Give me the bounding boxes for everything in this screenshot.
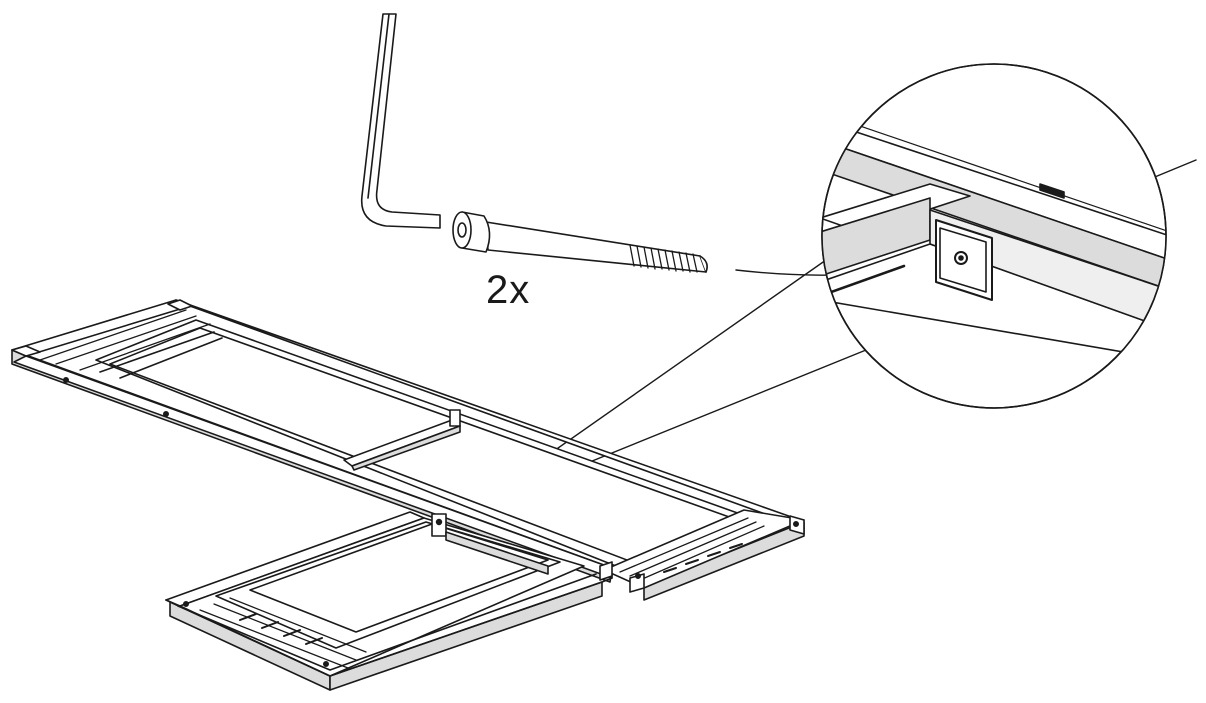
bolt-icon <box>452 211 708 273</box>
bed-frame <box>11 299 805 691</box>
detail-magnifier <box>821 63 1167 409</box>
allen-key-icon <box>360 13 441 229</box>
quantity-label: 2x <box>486 268 531 312</box>
